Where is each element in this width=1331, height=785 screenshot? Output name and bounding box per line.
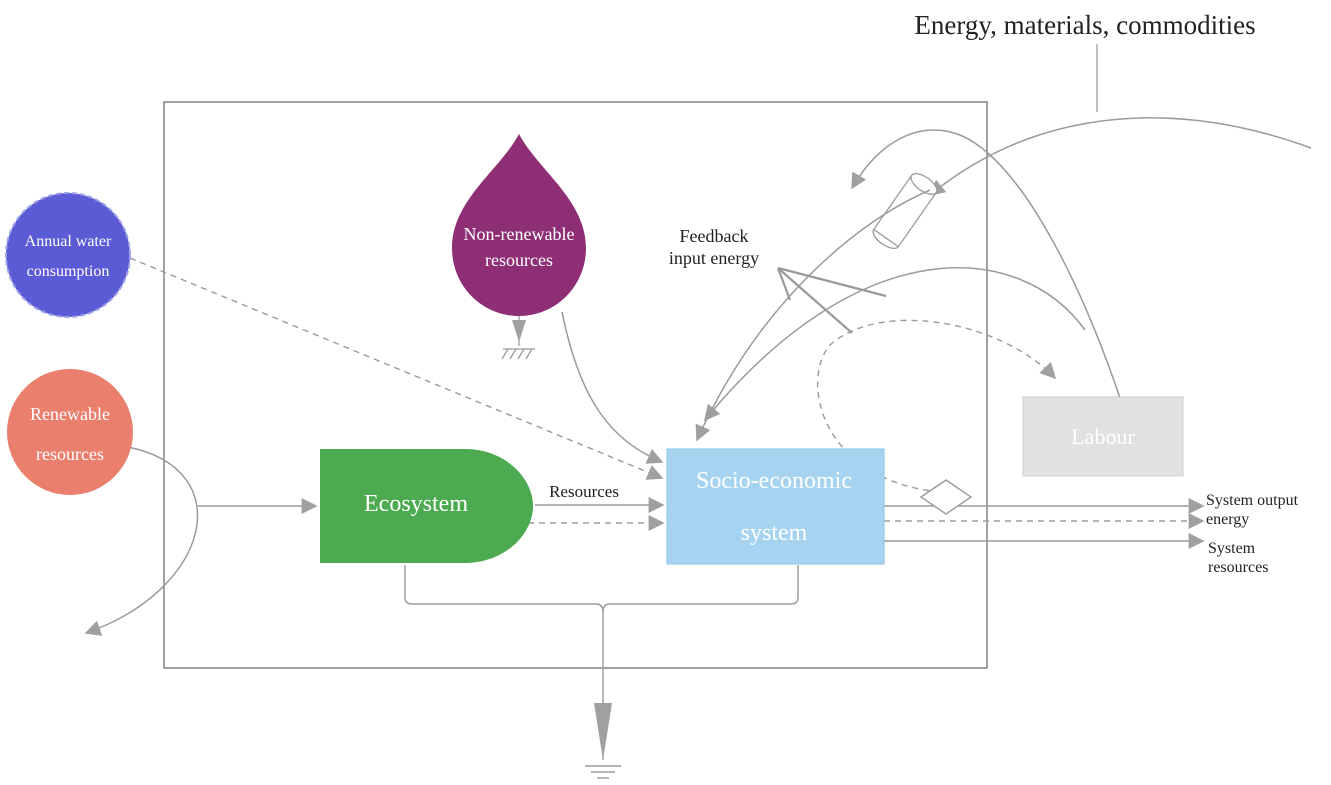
feedback-label-line1: Feedback [680, 226, 749, 246]
renewable-return-curve [84, 446, 199, 636]
annual-water-dashed-flow [129, 257, 664, 480]
system-boundary [163, 101, 988, 669]
socio-economic-node [666, 448, 885, 565]
annual-water-node [5, 192, 131, 318]
renewable-label-line1: Renewable [30, 404, 110, 424]
nonrenewable-drain-arrow [512, 320, 526, 342]
output-energy-label-line2: energy [1206, 511, 1249, 528]
renewable-node [7, 369, 133, 495]
system-resources-label-line1: System [1208, 540, 1256, 557]
heat-sink-arrow [594, 703, 612, 760]
feedback-pointer-1 [777, 266, 887, 298]
nonrenewable-node [452, 134, 586, 316]
nonrenewable-label-line2: resources [485, 250, 553, 270]
title-energy-materials: Energy, materials, commodities [914, 10, 1255, 40]
socio-economic-label-line1: Socio-economic [696, 468, 852, 494]
labour-feedback-curve [703, 267, 1086, 422]
nonrenewable-ground-symbol [501, 348, 535, 360]
resources-label: Resources [549, 482, 619, 501]
nonrenewable-label-line1: Non-renewable [464, 224, 575, 244]
ecosystem-node [320, 449, 533, 563]
annual-water-label-line2: consumption [27, 263, 110, 280]
interaction-diamond [919, 479, 973, 515]
output-energy-label-line1: System output [1206, 492, 1299, 509]
labour-return-curve [851, 129, 1121, 399]
socio-economic-label-line2: system [741, 520, 808, 546]
labour-node [1022, 396, 1184, 477]
nonrenewable-flow [561, 311, 664, 464]
feedback-pointer-3 [776, 267, 792, 301]
renewable-label-line2: resources [36, 444, 104, 464]
labour-label: Labour [1071, 424, 1135, 449]
system-resources-label-line2: resources [1208, 559, 1268, 576]
heat-sink-ground-symbol [585, 765, 621, 779]
heat-sink-bracket [404, 565, 799, 613]
ecosystem-label: Ecosystem [364, 491, 468, 517]
annual-water-label-line1: Annual water [25, 233, 112, 250]
storage-tank [872, 172, 938, 250]
tank-feedback-curve [695, 189, 931, 442]
feedback-label-line2: input energy [669, 248, 759, 268]
external-source-curve [928, 117, 1312, 197]
feedback-pointer-2 [777, 267, 853, 334]
